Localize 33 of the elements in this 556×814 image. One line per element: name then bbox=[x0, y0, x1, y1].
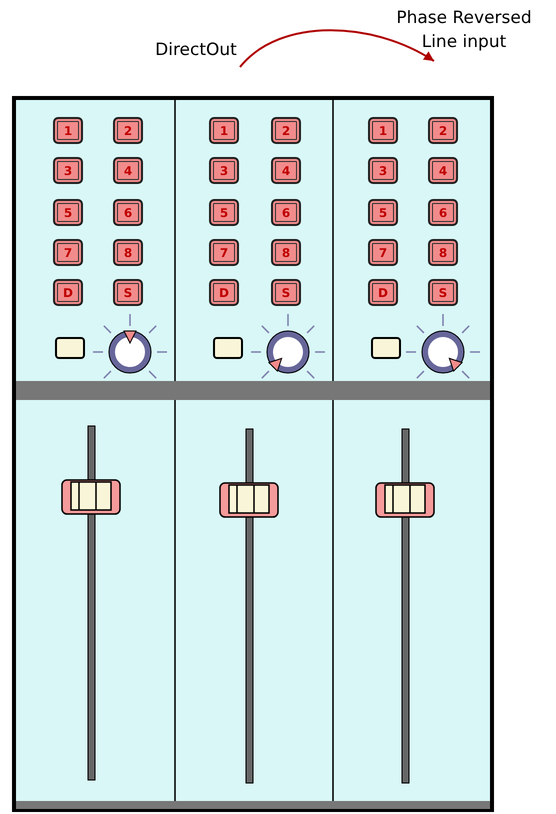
channel-button: 7 bbox=[209, 239, 239, 266]
channel-button: 3 bbox=[209, 157, 239, 184]
channel-button: 2 bbox=[271, 117, 301, 144]
channel-button: 4 bbox=[271, 157, 301, 184]
channel-button: 7 bbox=[53, 239, 83, 266]
channel-button: 1 bbox=[53, 117, 83, 144]
channel-button: 5 bbox=[53, 199, 83, 226]
channel-button: 6 bbox=[428, 199, 458, 226]
channel-button: 5 bbox=[368, 199, 398, 226]
channel-button: 4 bbox=[428, 157, 458, 184]
channel-button: S bbox=[113, 279, 143, 306]
channel-button: S bbox=[428, 279, 458, 306]
text-label: Phase Reversed Line input bbox=[372, 6, 556, 60]
channel-button: 1 bbox=[209, 117, 239, 144]
channel-button: 3 bbox=[53, 157, 83, 184]
channel-button: 5 bbox=[209, 199, 239, 226]
channel-button: 6 bbox=[113, 199, 143, 226]
channel-button: 7 bbox=[368, 239, 398, 266]
curved-arrow bbox=[239, 29, 434, 68]
channel-button: D bbox=[209, 279, 239, 306]
channel-button: 4 bbox=[113, 157, 143, 184]
channel-button: 2 bbox=[428, 117, 458, 144]
channel-button: 1 bbox=[368, 117, 398, 144]
channel-button: 8 bbox=[113, 239, 143, 266]
channel-button: 8 bbox=[271, 239, 301, 266]
channel-button: 8 bbox=[428, 239, 458, 266]
channel-button: 2 bbox=[113, 117, 143, 144]
channel-button: 3 bbox=[368, 157, 398, 184]
channel-button: 6 bbox=[271, 199, 301, 226]
text-label: DirectOut bbox=[140, 38, 252, 66]
channel-button: S bbox=[271, 279, 301, 306]
channel-button: D bbox=[368, 279, 398, 306]
channel-button: D bbox=[53, 279, 83, 306]
